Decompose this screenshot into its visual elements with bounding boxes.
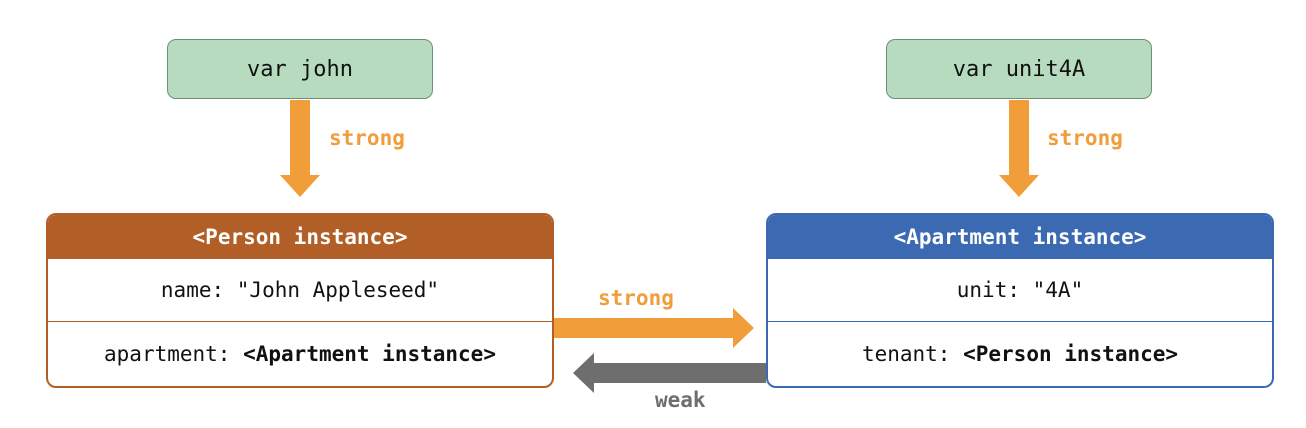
person-apartment-value: <Apartment instance> bbox=[243, 341, 496, 366]
variable-john: var john bbox=[167, 39, 433, 99]
person-instance-title: <Person instance> bbox=[192, 225, 408, 249]
person-name-value: "John Appleseed" bbox=[236, 278, 440, 302]
person-name-key: name: bbox=[160, 278, 225, 302]
apartment-unit-value: "4A" bbox=[1032, 278, 1084, 302]
variable-john-label: var john bbox=[247, 56, 353, 82]
apartment-unit-row: unit: "4A" bbox=[768, 259, 1272, 322]
person-apartment-row: apartment: <Apartment instance> bbox=[48, 322, 552, 385]
arrow-person-to-apartment bbox=[554, 308, 754, 348]
apartment-tenant-value: <Person instance> bbox=[963, 341, 1179, 366]
arrow-unit4a-to-apartment bbox=[999, 100, 1039, 197]
variable-unit4a-label: var unit4A bbox=[952, 56, 1086, 82]
apartment-tenant-row: tenant: <Person instance> bbox=[768, 322, 1272, 385]
person-apartment-key: apartment: bbox=[104, 341, 231, 366]
variable-unit4a: var unit4A bbox=[886, 39, 1152, 99]
label-john-strong: strong bbox=[329, 126, 405, 150]
arrow-john-to-person bbox=[280, 100, 320, 197]
apartment-unit-key: unit: bbox=[956, 278, 1020, 302]
apartment-instance-title: <Apartment instance> bbox=[893, 225, 1147, 249]
label-unit4a-strong: strong bbox=[1047, 126, 1123, 150]
apartment-tenant-key: tenant: bbox=[861, 341, 951, 366]
arrow-apartment-to-person bbox=[573, 353, 766, 393]
apartment-instance-header: <Apartment instance> bbox=[768, 215, 1272, 259]
label-person-apartment-strong: strong bbox=[598, 286, 674, 310]
apartment-instance: <Apartment instance> unit: "4A" tenant: … bbox=[766, 213, 1274, 388]
person-name-row: name: "John Appleseed" bbox=[48, 259, 552, 322]
label-apartment-person-weak: weak bbox=[655, 388, 706, 412]
person-instance-header: <Person instance> bbox=[48, 215, 552, 259]
person-instance: <Person instance> name: "John Appleseed"… bbox=[46, 213, 554, 388]
